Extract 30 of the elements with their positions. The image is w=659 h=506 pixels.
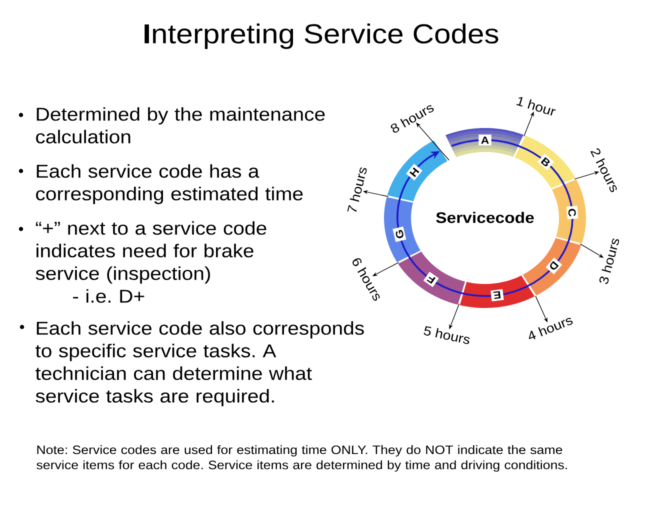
node-label: H xyxy=(409,167,420,178)
bullet-text: Each service code has a corresponding estimated time xyxy=(36,164,303,204)
time-label: 7 hours xyxy=(347,167,367,212)
node-label: F xyxy=(426,276,436,284)
node-label: C xyxy=(568,208,576,216)
time-label: 4 hours xyxy=(528,318,573,340)
time-label: 3 hours xyxy=(599,238,620,284)
bullet-text: “+” next to a service code indicates need for brake service (inspection) xyxy=(36,221,266,284)
code-tag: B xyxy=(537,154,554,170)
note-text: Note: Service codes are used for estimating time ONLY. They do NOT indicate the same service items for each code. Service items are determined by time and driving conditions. xyxy=(36,445,567,472)
code-tag: D xyxy=(546,258,562,274)
bullet-text: Each service code also corresponds to specific service tasks. A technician can determine what service tasks are required. xyxy=(36,321,364,406)
center-label: Servicecode xyxy=(436,212,534,224)
code-tag: G xyxy=(392,226,406,242)
time-label: 2 hours xyxy=(590,148,617,192)
code-tag: C xyxy=(566,206,578,220)
time-label: 5 hours xyxy=(424,326,470,344)
title: Interpreting Service Codes xyxy=(144,23,498,49)
time-label: 1 hour xyxy=(516,97,556,116)
code-tag: A xyxy=(478,134,492,146)
bullet-text: Determined by the maintenance calculation xyxy=(36,107,325,144)
code-tag: F xyxy=(423,272,439,288)
arrow xyxy=(416,122,450,161)
node-label: E xyxy=(493,291,501,299)
node-label: B xyxy=(540,157,550,166)
code-tag: H xyxy=(406,164,422,180)
node-label: D xyxy=(550,260,559,270)
code-tag: E xyxy=(490,289,504,302)
bullet-text: - i.e. D+ xyxy=(73,289,144,303)
node-label: G xyxy=(396,230,404,238)
